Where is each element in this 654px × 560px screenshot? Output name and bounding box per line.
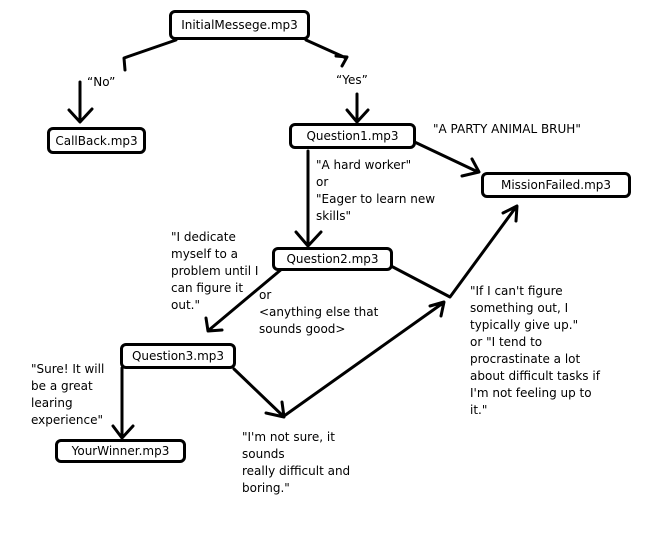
label-yes: “Yes”: [336, 73, 368, 87]
label-not-sure: "I'm not sure, it sounds really difficul…: [242, 430, 351, 495]
edge-question1-to-missionfailed: [402, 135, 481, 178]
edge-question2-to-question3: [204, 266, 285, 333]
edge-question2-to-missionfailed: [389, 204, 519, 299]
edge-initial-to-callback: [122, 38, 178, 72]
node-your-winner: YourWinner.mp3: [55, 439, 186, 463]
edge-notsure-to-junction: [282, 300, 446, 418]
label-no: “No”: [87, 75, 116, 89]
node-callback: CallBack.mp3: [47, 127, 146, 154]
arrow-down-question1: [345, 92, 370, 124]
node-question3: Question3.mp3: [120, 343, 236, 369]
edge-question3-to-missionfailed: [232, 367, 286, 419]
label-sure: "Sure! It will be a great learing experi…: [31, 362, 105, 427]
label-dedicate: "I dedicate myself to a problem until I …: [171, 230, 259, 312]
edge-initial-to-question1: [304, 38, 349, 68]
label-hard-worker: "A hard worker" or "Eager to learn new s…: [316, 158, 436, 223]
arrow-down-callback: [67, 80, 94, 124]
edge-question3-to-winner: [111, 366, 135, 440]
node-mission-failed: MissionFailed.mp3: [481, 172, 631, 198]
node-question2: Question2.mp3: [272, 247, 393, 271]
label-give-up: "If I can't figure something out, I typi…: [470, 284, 600, 417]
label-party-animal: "A PARTY ANIMAL BRUH": [433, 122, 581, 136]
edge-question1-to-question2: [294, 149, 323, 248]
label-or-anything: or <anything else that sounds good>: [259, 288, 379, 336]
node-question1: Question1.mp3: [289, 123, 416, 149]
node-initial-message: InitialMessege.mp3: [169, 10, 310, 40]
